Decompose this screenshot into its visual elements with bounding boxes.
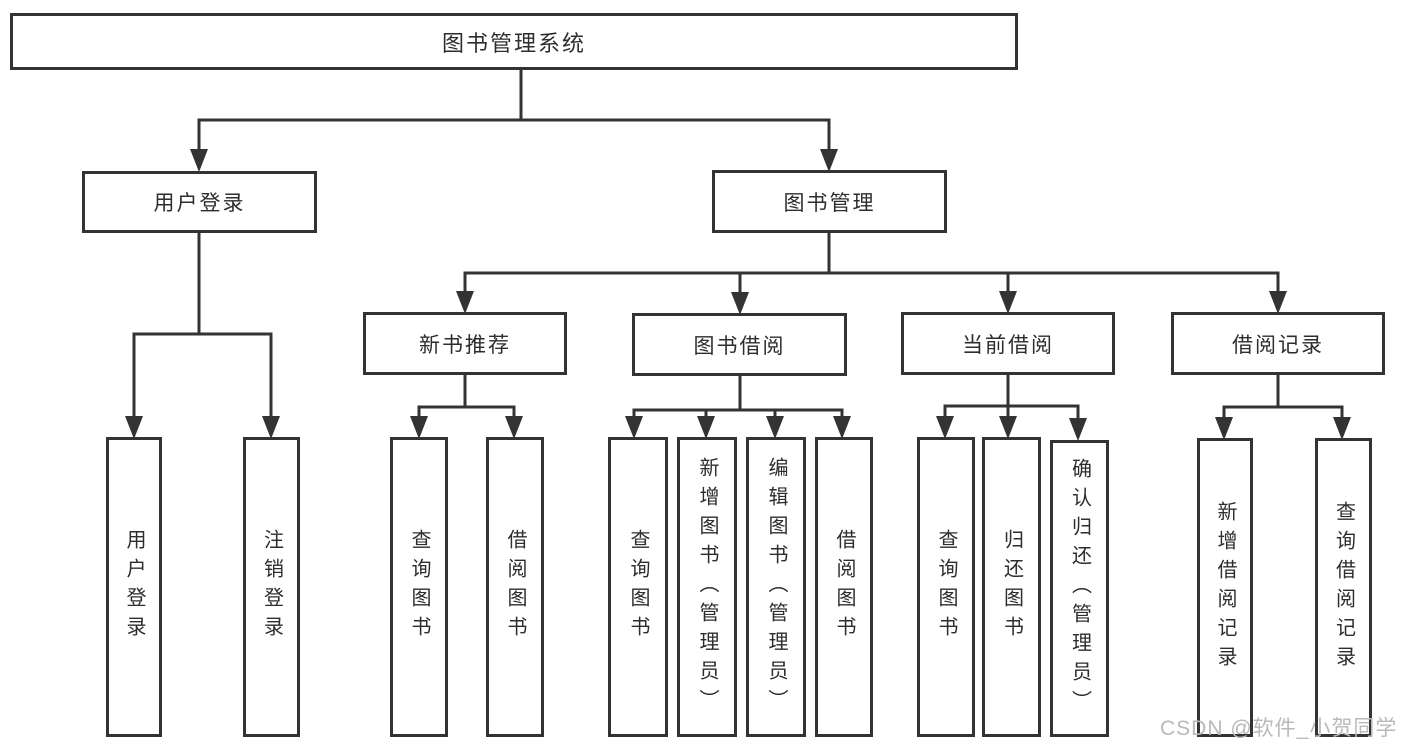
leaf-add-borrow-record-label: 新增借阅记录: [1214, 500, 1236, 675]
branch-user-login: 用户登录: [82, 171, 317, 233]
leaf-borrow-book-recommend-label: 借阅图书: [504, 529, 526, 645]
node-borrow-records-label: 借阅记录: [1232, 333, 1324, 357]
leaf-borrow-book: 借阅图书: [815, 437, 873, 737]
leaf-query-borrow-record-label: 查询借阅记录: [1332, 500, 1355, 675]
leaf-borrow-book-recommend: 借阅图书: [486, 437, 544, 737]
leaf-user-login: 用户登录: [106, 437, 162, 737]
leaf-query-book-borrow: 查询图书: [608, 437, 668, 737]
leaf-query-book-current: 查询图书: [917, 437, 975, 737]
node-new-book-recommend-label: 新书推荐: [419, 333, 511, 357]
leaf-logout-login: 注销登录: [243, 437, 300, 737]
leaf-return-book-label: 归还图书: [1000, 529, 1023, 645]
branch-book-management: 图书管理: [712, 170, 947, 233]
node-library-system-label: 图书管理系统: [441, 30, 586, 56]
leaf-confirm-return-admin: 确认归还（管理员）: [1050, 440, 1109, 737]
node-book-borrow-label: 图书借阅: [693, 334, 786, 358]
node-library-system: 图书管理系统: [10, 13, 1018, 70]
leaf-logout-login-label: 注销登录: [260, 529, 283, 645]
leaf-edit-book-admin: 编辑图书（管理员）: [746, 437, 806, 737]
leaf-borrow-book-label: 借阅图书: [833, 529, 855, 645]
branch-book-management-label: 图书管理: [783, 191, 876, 215]
leaf-query-book-recommend: 查询图书: [390, 437, 448, 737]
branch-user-login-label: 用户登录: [153, 192, 246, 215]
leaf-query-book-current-label: 查询图书: [935, 529, 957, 645]
leaf-add-book-admin: 新增图书（管理员）: [677, 437, 737, 737]
node-borrow-records: 借阅记录: [1171, 312, 1385, 375]
node-current-borrow: 当前借阅: [901, 312, 1115, 375]
node-new-book-recommend: 新书推荐: [363, 312, 567, 375]
csdn-watermark: CSDN @软件_小贺同学: [1160, 717, 1398, 740]
leaf-query-book-recommend-label: 查询图书: [408, 529, 430, 645]
leaf-edit-book-admin-label: 编辑图书（管理员）: [765, 456, 787, 718]
leaf-user-login-label: 用户登录: [123, 529, 145, 645]
leaf-add-borrow-record: 新增借阅记录: [1197, 438, 1253, 737]
leaf-query-borrow-record: 查询借阅记录: [1315, 438, 1372, 737]
node-current-borrow-label: 当前借阅: [962, 333, 1054, 357]
leaf-confirm-return-admin-label: 确认归还（管理员）: [1068, 458, 1091, 719]
leaf-add-book-admin-label: 新增图书（管理员）: [696, 456, 718, 718]
leaf-return-book: 归还图书: [982, 437, 1041, 737]
node-book-borrow: 图书借阅: [632, 313, 847, 376]
leaf-query-book-borrow-label: 查询图书: [627, 529, 649, 645]
